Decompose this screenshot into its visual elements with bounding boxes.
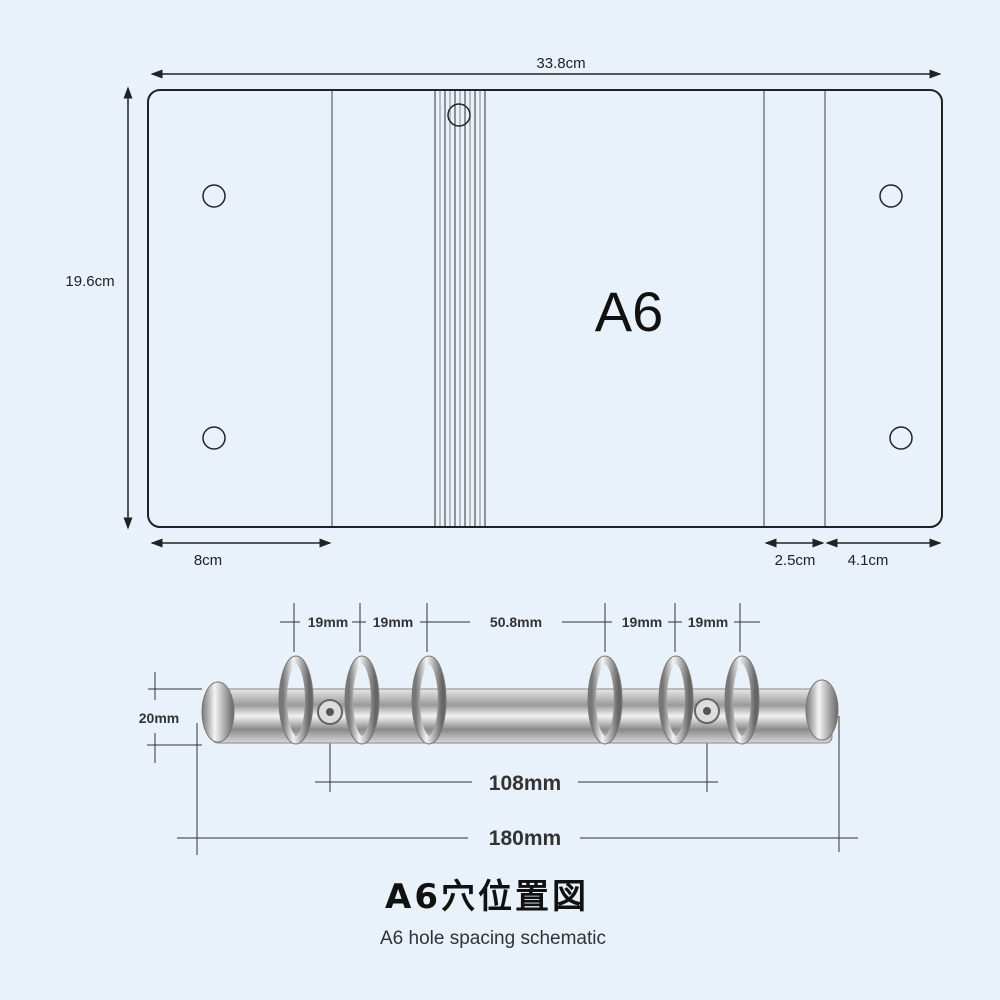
rivet-center	[703, 707, 711, 715]
binder-ring-outline	[344, 655, 380, 745]
hole	[879, 184, 903, 208]
rivet-spacing-label: 108mm	[489, 772, 561, 795]
left-flap-label: 8cm	[194, 552, 222, 569]
binder-ring-outline	[724, 655, 760, 745]
cover-outline	[147, 89, 943, 528]
ring-spacing-label: 19mm	[373, 614, 413, 630]
end-lever-left	[201, 681, 235, 743]
title: A6穴位置図	[385, 877, 589, 917]
binder-ring	[588, 656, 622, 744]
ring-spacing-label: 19mm	[622, 614, 662, 630]
height-label: 19.6cm	[65, 273, 114, 290]
end-lever-right	[805, 679, 839, 741]
binder-ring-outline	[278, 655, 314, 745]
ring-spacing-label: 19mm	[688, 614, 728, 630]
width-label: 33.8cm	[536, 55, 585, 72]
binder-ring	[659, 656, 693, 744]
binder-ring	[725, 656, 759, 744]
hole	[202, 184, 226, 208]
cover-layout: 33.8cm 19.6cm A6 8cm 2.5cm 4.1cm	[65, 55, 943, 569]
binder-ring-outline	[658, 655, 694, 745]
hole-top	[447, 103, 471, 127]
binder-ring	[345, 656, 379, 744]
ring-spacing-label: 50.8mm	[490, 614, 542, 630]
binder-ring-outline	[411, 655, 447, 745]
ring-mechanism: 19mm 19mm 50.8mm 19mm 19mm 20mm 108mm 18…	[139, 603, 858, 855]
subtitle: A6 hole spacing schematic	[380, 928, 606, 949]
length-label: 180mm	[489, 827, 561, 850]
spine-lines	[434, 91, 486, 526]
right-flap-label: 4.1cm	[848, 552, 889, 569]
right-gap-label: 2.5cm	[775, 552, 816, 569]
binder-ring	[412, 656, 446, 744]
binder-ring	[279, 656, 313, 744]
hole	[202, 426, 226, 450]
size-label: A6	[595, 280, 664, 343]
rivet-center	[326, 708, 334, 716]
ring-spacing-label: 19mm	[308, 614, 348, 630]
height-20mm-label: 20mm	[139, 710, 179, 726]
hole	[889, 426, 913, 450]
binder-ring-outline	[587, 655, 623, 745]
